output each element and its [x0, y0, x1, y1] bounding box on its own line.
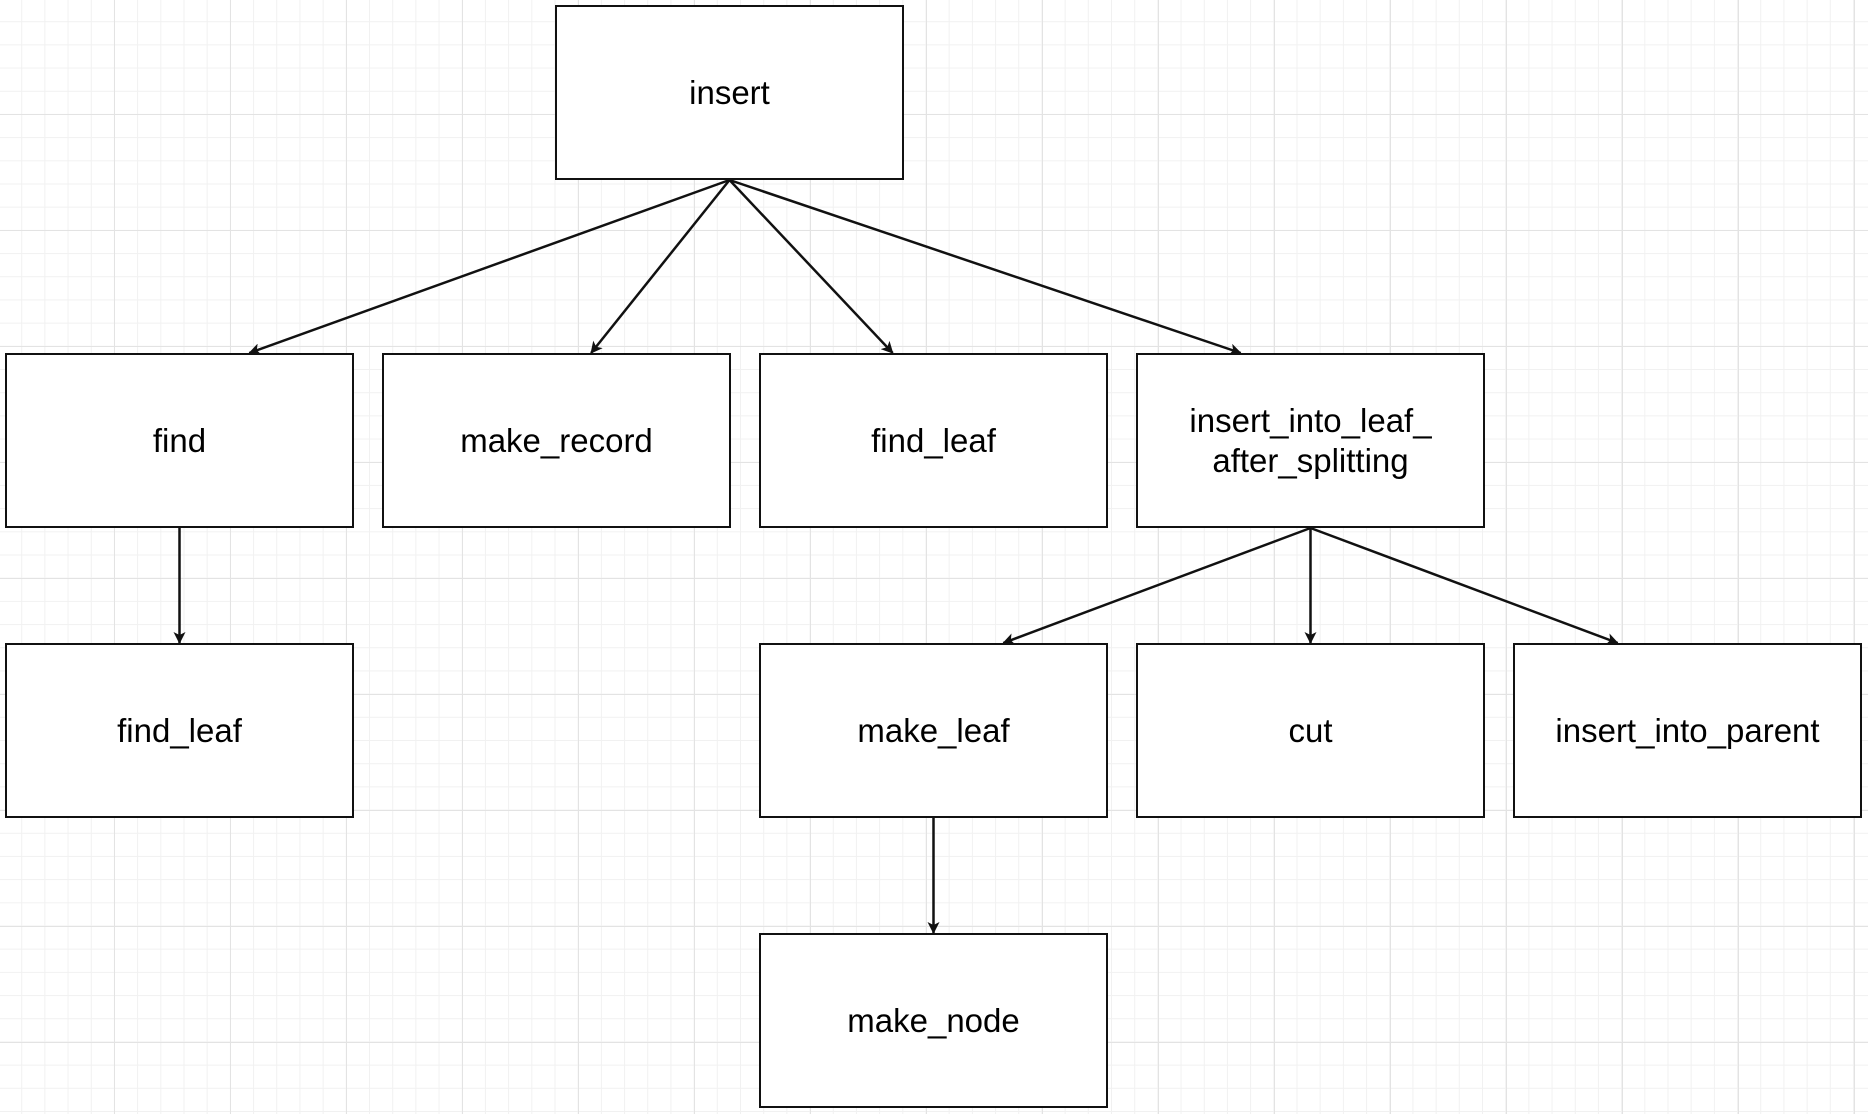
node-make-node[interactable]: make_node: [759, 933, 1108, 1108]
node-find-leaf-child[interactable]: find_leaf: [5, 643, 354, 818]
edge-insert-to-make-record: [590, 179, 731, 354]
node-find[interactable]: find: [5, 353, 354, 528]
edge-insert-split-to-insert-parent: [1310, 526, 1619, 645]
node-cut[interactable]: cut: [1136, 643, 1485, 818]
node-insert-into-parent[interactable]: insert_into_parent: [1513, 643, 1862, 818]
edge-insert-to-find: [248, 178, 730, 355]
edge-insert-to-find-leaf-1: [728, 179, 894, 354]
node-insert[interactable]: insert: [555, 5, 904, 180]
edge-insert-to-insert-split: [729, 178, 1242, 356]
node-find-leaf[interactable]: find_leaf: [759, 353, 1108, 528]
node-insert-into-leaf-after-splitting[interactable]: insert_into_leaf_ after_splitting: [1136, 353, 1485, 528]
node-make-record[interactable]: make_record: [382, 353, 731, 528]
node-make-leaf[interactable]: make_leaf: [759, 643, 1108, 818]
edge-insert-split-to-make-leaf: [1002, 526, 1311, 645]
